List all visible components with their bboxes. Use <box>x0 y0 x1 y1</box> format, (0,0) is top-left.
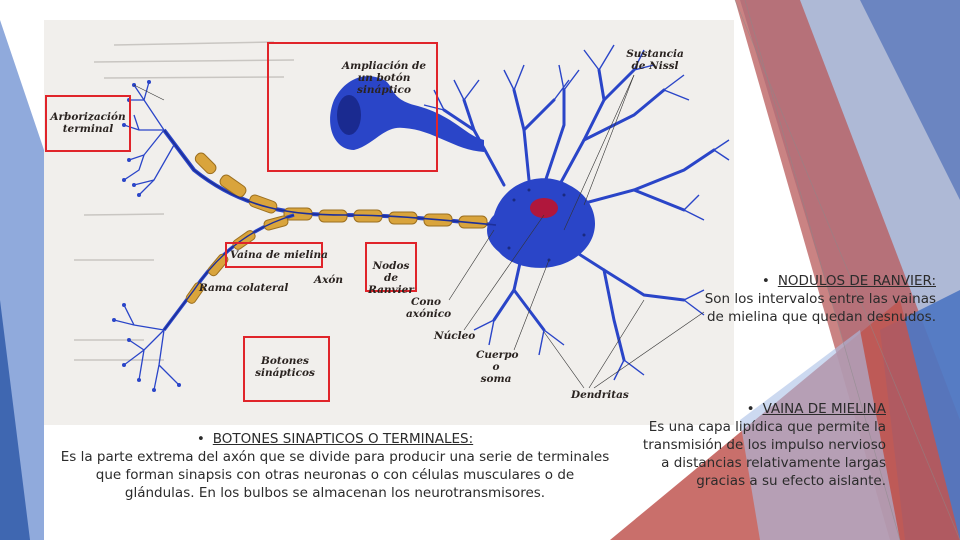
label-axon: Axón <box>314 274 344 286</box>
caption-vaina-bullet: • <box>746 401 755 417</box>
label-cuerpo: Cuerpo o soma <box>476 349 519 385</box>
caption-nodulos-body: Son los intervalos entre las vainas de m… <box>704 291 936 325</box>
label-botones: Botones sinápticos <box>255 355 315 379</box>
label-nucleo: Núcleo <box>434 330 476 342</box>
label-cono: Cono axónico <box>406 296 452 320</box>
caption-vaina-title: VAINA DE MIELINA <box>762 401 886 417</box>
caption-botones-title: BOTONES SINAPTICOS O TERMINALES: <box>212 431 474 447</box>
box-vaina <box>225 242 323 268</box>
box-botones <box>243 336 330 402</box>
label-sustancia: Sustancia de Nissl <box>626 48 684 72</box>
label-rama: Rama colateral <box>199 282 289 294</box>
caption-nodulos-bullet: • <box>761 273 770 289</box>
caption-vaina-body: Es una capa lipídica que permite la tran… <box>642 419 886 489</box>
caption-nodulos-title: NODULOS DE RANVIER: <box>777 273 936 289</box>
caption-botones-bullet: • <box>196 431 205 447</box>
caption-vaina: • VAINA DE MIELINA Es una capa lipídica q… <box>640 400 886 490</box>
label-nodos: Nodos de Ranvier <box>368 260 414 296</box>
label-arborizacion: Arborización terminal <box>50 111 126 135</box>
caption-nodulos: • NODULOS DE RANVIER: Son los intervalos … <box>690 272 936 326</box>
label-dendritas: Dendritas <box>571 389 629 401</box>
label-vaina: Vaina de mielina <box>230 249 328 261</box>
box-ampliacion <box>267 42 438 172</box>
box-arborizacion <box>45 95 131 152</box>
label-ampliacion: Ampliación de un botón sináptico <box>341 60 427 96</box>
box-nodos <box>365 242 417 292</box>
caption-botones-body: Es la parte extrema del axón que se divi… <box>60 449 610 501</box>
neuron-diagram: Arborización terminal Ampliación de un b… <box>44 20 734 425</box>
caption-botones: • BOTONES SINAPTICOS O TERMINALES: Es la … <box>60 430 610 502</box>
